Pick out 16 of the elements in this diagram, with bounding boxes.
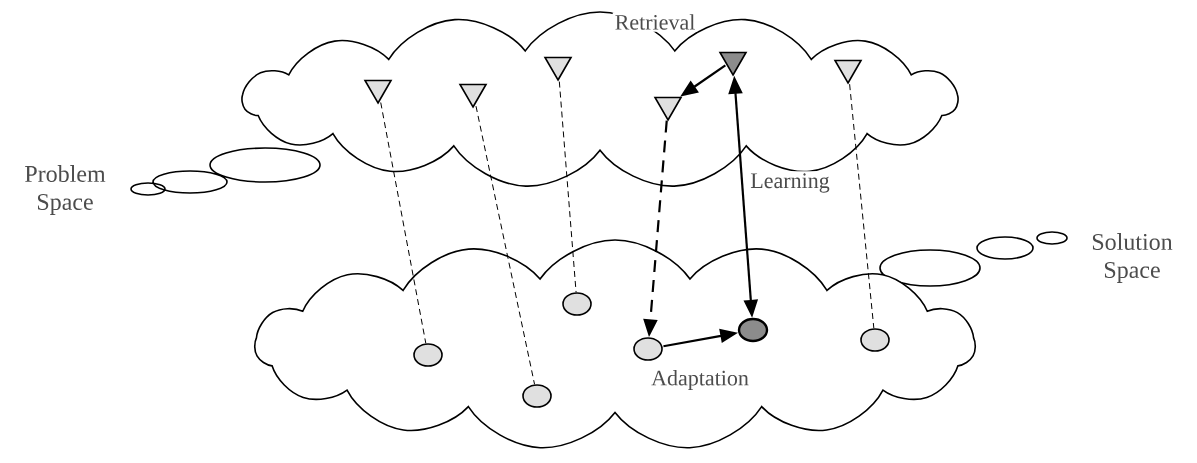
circle-marker xyxy=(737,317,769,343)
dashed-line xyxy=(475,105,536,385)
edge-label: Adaptation xyxy=(649,368,751,392)
edge-label: Retrieval xyxy=(612,12,698,32)
cloud xyxy=(253,239,977,449)
circle-marker xyxy=(522,384,552,408)
dashed-line xyxy=(849,83,875,329)
dashed-line xyxy=(380,102,427,344)
circle-marker xyxy=(562,292,592,316)
space-label: Problem Space xyxy=(25,165,106,215)
edge-label: Learning xyxy=(748,171,832,195)
dashed-line xyxy=(558,81,577,293)
circle-marker xyxy=(633,337,663,361)
circle-marker xyxy=(413,343,443,367)
circle-marker xyxy=(860,328,890,352)
space-label: Solution Space xyxy=(1092,233,1173,283)
